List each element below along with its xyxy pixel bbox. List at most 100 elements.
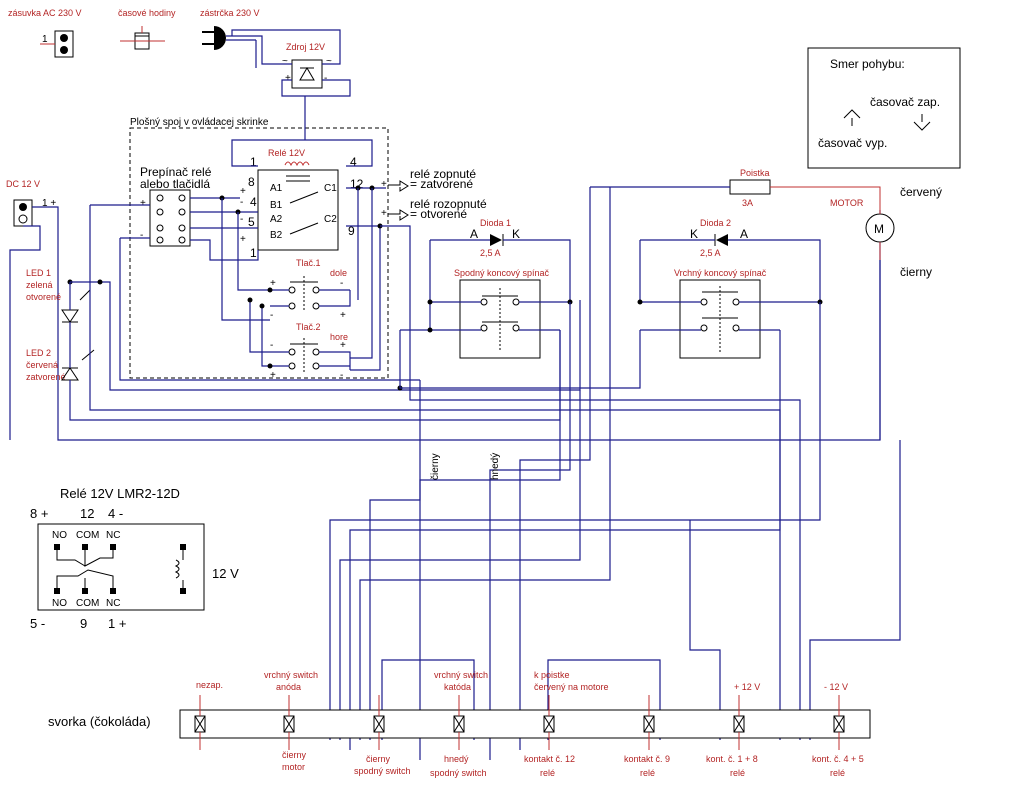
- relay-on-label-1: relé zopnuté: [410, 167, 476, 181]
- relay-model-contacts: [54, 544, 186, 594]
- contact-b1: B1: [270, 200, 283, 211]
- relay-off-label-1: relé rozopnuté: [410, 197, 487, 211]
- fuse-icon: [729, 179, 771, 195]
- svg-text:+: +: [381, 179, 387, 190]
- dc-connector-icon: [13, 199, 33, 227]
- fuse-name: Poistka: [740, 168, 770, 178]
- lower-switch-contacts: [480, 288, 520, 352]
- relay-off-label-2: = otvorené: [410, 207, 467, 221]
- relay-pin-8: 8: [248, 175, 255, 189]
- relay-model-no-top: NO: [52, 530, 67, 541]
- dc-pin-label: 1 +: [42, 198, 56, 209]
- relay-model-pin-5: 5 -: [30, 616, 45, 631]
- black-wire-label: čierny: [900, 265, 932, 279]
- timer-icon: [120, 26, 165, 50]
- rectifier-icon: + - ~ ~: [282, 56, 332, 89]
- terminal-top-1: nezap.: [196, 680, 223, 690]
- relay-model-com-bottom: COM: [76, 598, 99, 609]
- timer-label: časové hodiny: [118, 8, 176, 18]
- terminal-bottom-3b: spodný switch: [354, 766, 411, 776]
- terminal-bottom-5b: relé: [540, 768, 555, 778]
- label-cierny: čierny: [430, 453, 441, 480]
- button2-icon: [288, 338, 320, 372]
- pcb-label: Plošný spoj v ovládacej skrinke: [130, 117, 269, 128]
- terminal-bottom-7b: relé: [730, 768, 745, 778]
- terminal-bottom-5a: kontakt č. 12: [524, 754, 575, 764]
- svg-text:-: -: [340, 278, 343, 289]
- svg-text:-: -: [324, 73, 327, 84]
- motor-icon: M: [865, 213, 895, 243]
- contact-c1: C1: [324, 183, 337, 194]
- relay-pin-1: 1: [250, 246, 257, 260]
- diode1-name: Dioda 1: [480, 218, 511, 228]
- contact-a1: A1: [270, 183, 283, 194]
- terminal-top-5b: červený na motore: [534, 682, 609, 692]
- led1-state: otvorené: [26, 292, 61, 302]
- button1-sub: dole: [330, 268, 347, 278]
- relay-pin-1-top: 1: [250, 155, 257, 169]
- legend-on: časovač zap.: [870, 95, 940, 109]
- contact-b2: B2: [270, 230, 283, 241]
- selector-switch: [149, 189, 191, 247]
- led2-color: červená: [26, 360, 58, 370]
- terminal-bottom-7a: kont. č. 1 + 8: [706, 754, 758, 764]
- arrow-down-icon: [913, 121, 931, 131]
- motor-label: MOTOR: [830, 198, 864, 208]
- relay-model-coil: 12 V: [212, 566, 239, 581]
- led2-label: LED 2: [26, 348, 51, 358]
- terminal-top-8: - 12 V: [824, 682, 848, 692]
- relay-model-pin-8: 8 +: [30, 506, 48, 521]
- pcb-frame: [129, 127, 389, 379]
- diode2-icon: [714, 234, 728, 246]
- relay-model-com-top: COM: [76, 530, 99, 541]
- diode1-anode: A: [470, 227, 478, 241]
- switch-label-2: alebo tlačidlá: [140, 177, 210, 191]
- terminal-bottom-2a: čierny: [282, 750, 307, 760]
- terminal-bottom-6b: relé: [640, 768, 655, 778]
- legend-title: Smer pohybu:: [830, 57, 905, 71]
- led2-state: zatvorené: [26, 372, 66, 382]
- svg-text:-: -: [240, 214, 243, 225]
- relay-model-nc-bottom: NC: [106, 598, 120, 609]
- diode2-value: 2,5 A: [700, 248, 721, 258]
- upper-switch-label: Vrchný koncový spínač: [674, 268, 767, 278]
- button2-sub: hore: [330, 332, 348, 342]
- svg-text:+: +: [270, 278, 276, 289]
- relay-model-nc-top: NC: [106, 530, 120, 541]
- diode1-value: 2,5 A: [480, 248, 501, 258]
- red-wire-label: červený: [900, 185, 942, 199]
- relay-model-pin-1: 1 +: [108, 616, 126, 631]
- terminal-top-2b: anóda: [276, 682, 301, 692]
- relay-model-pin-4: 4 -: [108, 506, 123, 521]
- legend-box: [807, 47, 961, 169]
- legend-off: časovač vyp.: [818, 136, 887, 150]
- svg-text:+: +: [240, 186, 246, 197]
- led1-label: LED 1: [26, 268, 51, 278]
- lower-switch-label: Spodný koncový spínač: [454, 268, 550, 278]
- terminal-bottom-2b: motor: [282, 762, 305, 772]
- switch-contacts: [156, 194, 186, 244]
- button2-label: Tlač.2: [296, 322, 321, 332]
- terminal-top-4b: katóda: [444, 682, 471, 692]
- lower-switch-body: [459, 279, 541, 359]
- terminal-bottom-3a: čierny: [366, 754, 391, 764]
- contact-c2: C2: [324, 214, 337, 225]
- svg-text:+: +: [381, 208, 387, 219]
- relay-model-body: [37, 523, 205, 611]
- socket-label: zásuvka AC 230 V: [8, 8, 82, 18]
- svg-text:+: +: [270, 370, 276, 381]
- coil-icon: [284, 161, 310, 167]
- relay-pin-5: 5: [248, 215, 255, 229]
- relay-body: [257, 169, 339, 251]
- relay-pin-4-top: 4: [350, 155, 357, 169]
- terminal-top-7: + 12 V: [734, 682, 760, 692]
- led1-color: zelená: [26, 280, 53, 290]
- button1-label: Tlač.1: [296, 258, 321, 268]
- diode2-anode: A: [740, 227, 748, 241]
- relay-model-pin-12: 12: [80, 506, 94, 521]
- svg-text:~: ~: [326, 56, 332, 67]
- socket-icon: 1: [40, 30, 74, 58]
- switch-label-1: Prepínač relé: [140, 165, 212, 179]
- terminal-block: [179, 709, 871, 739]
